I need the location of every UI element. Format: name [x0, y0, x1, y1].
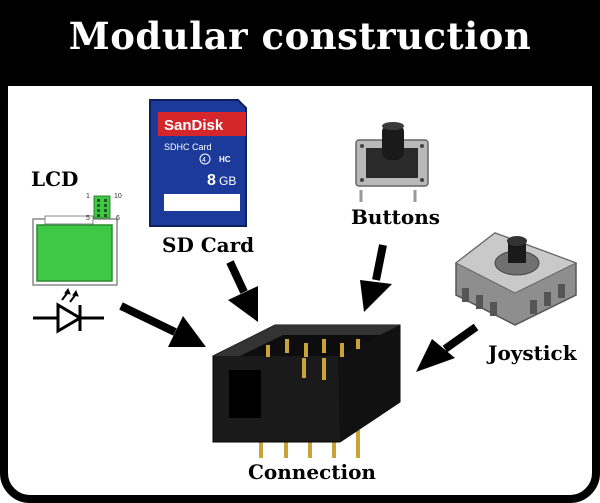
lcd-pin-label-6: 6 [116, 215, 120, 222]
sd-write-area [164, 194, 240, 211]
arrow-joystick-to-connector-icon [416, 323, 479, 372]
sd-card-icon: SanDisk SDHC Card 4 HC 8 GB [149, 99, 247, 227]
sd-type: SDHC Card [164, 142, 212, 152]
arrow-sd-to-connector-icon [226, 260, 258, 322]
led-symbol-icon [33, 287, 104, 334]
lcd-pin-label-1: 1 [86, 193, 90, 200]
lcd-module-icon: 1 10 5 6 [32, 193, 122, 286]
lcd-header-pins [93, 195, 111, 219]
idc-connector-icon [212, 324, 401, 458]
push-button-icon [355, 122, 429, 202]
sd-unit: GB [219, 174, 236, 188]
lcd-screen [36, 224, 113, 282]
sd-brand: SanDisk [164, 117, 224, 134]
label-joystick: Joystick [488, 341, 577, 365]
label-buttons: Buttons [351, 205, 441, 229]
sd-badge: HC [219, 155, 231, 164]
label-lcd: LCD [31, 167, 79, 191]
joystick-icon [455, 232, 578, 326]
title-bar: Modular construction [0, 0, 600, 86]
arrow-lcd-to-connector-icon [119, 302, 206, 347]
slide-title: Modular construction [68, 14, 532, 58]
lcd-flex-connector [44, 215, 94, 225]
sd-capacity: 8 [207, 172, 216, 189]
label-connection: Connection [248, 460, 376, 484]
arrow-buttons-to-connector-icon [360, 244, 392, 312]
label-sd-card: SD Card [162, 233, 255, 257]
lcd-pin-label-5: 5 [86, 215, 90, 222]
lcd-pin-label-10: 10 [114, 193, 122, 200]
sd-class: 4 [202, 157, 206, 164]
